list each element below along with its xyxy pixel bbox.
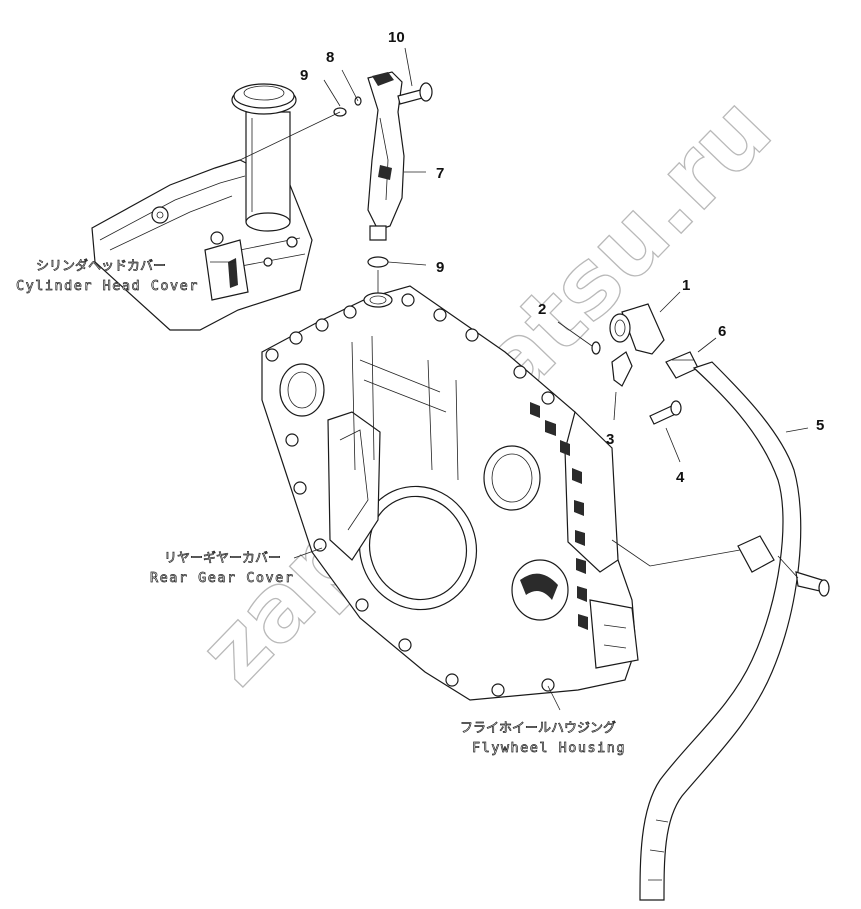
part-number-5: 5 xyxy=(816,417,824,434)
part-number-1: 1 xyxy=(682,277,690,294)
cylinder-head-cover xyxy=(91,83,313,331)
part-number-7: 7 xyxy=(436,165,444,182)
cylinder-head-cover-label-jp: シリンダヘッドカバー xyxy=(36,259,166,274)
hose-assembly xyxy=(557,291,830,901)
part-number-labels: 10 8 9 7 9 1 2 6 3 5 4 xyxy=(300,29,824,486)
part-number-4: 4 xyxy=(676,469,685,486)
flywheel-housing-label-en: Flywheel Housing xyxy=(472,740,626,756)
part-number-9-upper: 9 xyxy=(300,67,308,84)
part-number-8: 8 xyxy=(326,49,334,66)
part-number-9-lower: 9 xyxy=(436,259,444,276)
part-number-6: 6 xyxy=(718,323,726,340)
flywheel-housing xyxy=(261,285,639,701)
part-number-2: 2 xyxy=(538,301,546,318)
rear-gear-cover-label-en: Rear Gear Cover xyxy=(150,570,294,586)
rear-gear-cover-label-jp: リヤーギヤーカバー xyxy=(164,551,281,566)
flywheel-housing-label-jp: フライホイールハウジング xyxy=(460,721,616,736)
label-leaders xyxy=(210,261,561,711)
breather-parts xyxy=(239,47,433,300)
part-number-3: 3 xyxy=(606,431,614,448)
housing-bolt-holes xyxy=(265,293,555,697)
cylinder-head-cover-label-en: Cylinder Head Cover xyxy=(16,278,199,294)
part-number-10: 10 xyxy=(388,29,405,46)
housing-slots xyxy=(530,402,588,630)
assembly-callouts: シリンダヘッドカバー Cylinder Head Cover リヤーギヤーカバー… xyxy=(16,259,626,757)
